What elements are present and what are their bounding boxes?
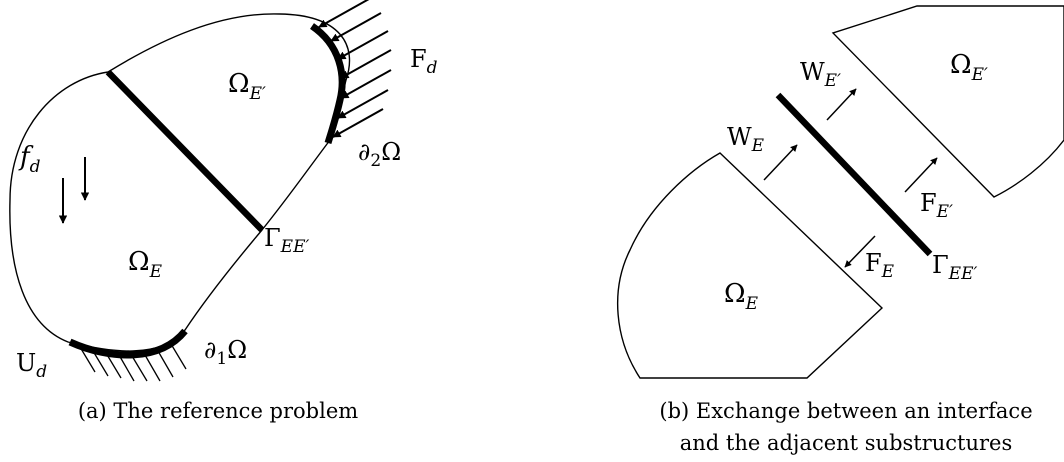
- omega-e-label-b: ΩE: [724, 279, 759, 314]
- omega-e-label-a: ΩE: [128, 247, 163, 282]
- support-hatching: [79, 343, 187, 382]
- body-force-label: fd: [18, 142, 41, 177]
- w-e-label: WE: [727, 123, 765, 156]
- substructure-e-prime: [831, 5, 1064, 198]
- caption-a: (a) The reference problem: [78, 399, 358, 423]
- distributed-load-arrows: [318, 0, 392, 138]
- boundary-1-label: ∂1Ω: [204, 336, 247, 369]
- interface-label-a: ΓEE′: [264, 224, 309, 257]
- panel-b: WE′ ΩE′ WE FE′ FE ΓEE′ ΩE (b) Exchange b…: [616, 5, 1064, 455]
- interface-line: [105, 69, 265, 233]
- panel-a: ΩE′ Fd ∂2Ω fd ΩE ΓEE′ Ud ∂1Ω (a) The ref…: [9, 0, 438, 423]
- caption-b-line1: (b) Exchange between an interface: [659, 399, 1032, 423]
- boundary-2-thick: [309, 23, 346, 145]
- omega-e-prime-label-b: ΩE′: [950, 50, 988, 85]
- boundary-1-thick: [68, 328, 188, 359]
- f-e-prime-label: FE′: [920, 189, 953, 222]
- body-force-arrows: [58, 157, 90, 224]
- interface-line-b: [775, 92, 933, 257]
- boundary-2-label: ∂2Ω: [358, 138, 401, 171]
- domain-outline: [9, 13, 351, 352]
- omega-e-prime-label-a: ΩE′: [228, 69, 266, 104]
- w-e-prime-label: WE′: [800, 58, 841, 91]
- substructure-e: [616, 152, 884, 379]
- caption-b-line2: and the adjacent substructures: [680, 431, 1013, 455]
- exchange-arrows: [763, 88, 938, 268]
- interface-label-b: ΓEE′: [932, 251, 977, 284]
- displacement-label: Ud: [16, 349, 47, 382]
- f-e-label: FE: [865, 249, 895, 282]
- force-label-a: Fd: [410, 45, 438, 78]
